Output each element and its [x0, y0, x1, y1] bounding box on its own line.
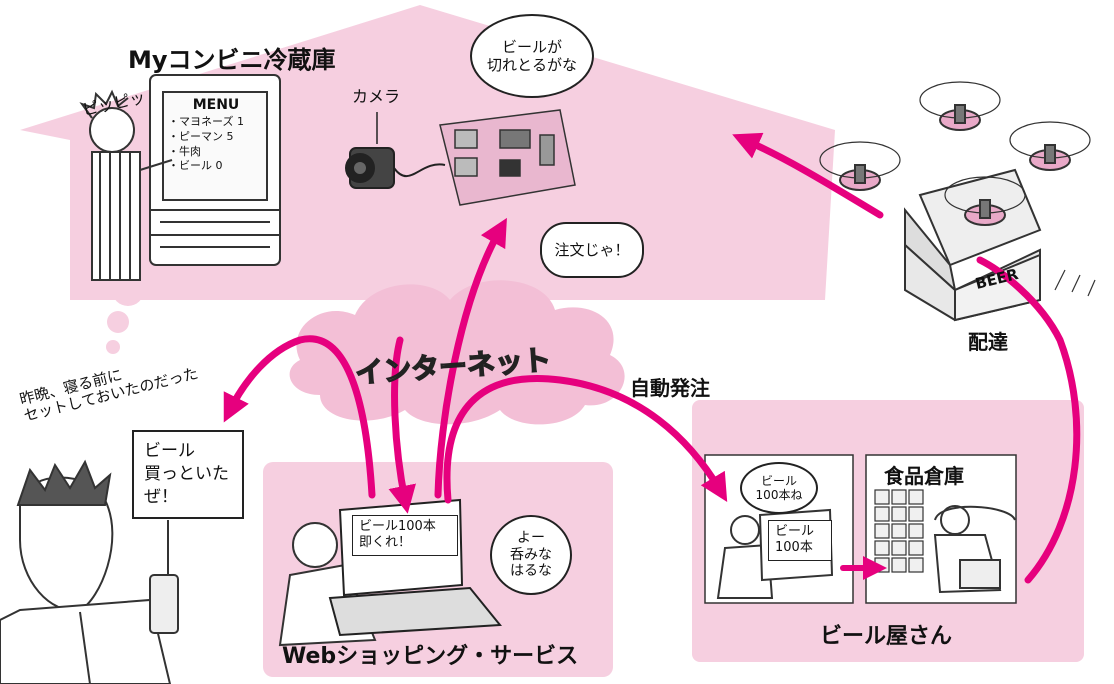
camera-label: カメラ: [352, 87, 401, 106]
web-laptop-screen: ビール100本 即くれ！: [352, 515, 458, 556]
arrow-to-web-service: [388, 336, 416, 514]
smartphone-icon: [149, 574, 179, 634]
raspberry-pi-board: [439, 109, 576, 206]
thought-dot: [106, 340, 120, 354]
arrow-warehouse-to-drone: [976, 256, 1081, 584]
camera-icon: [345, 112, 446, 189]
delivery-label: 配達: [968, 330, 1008, 354]
fridge-menu-item: ・牛肉: [168, 144, 201, 158]
thought-dot: [112, 274, 144, 306]
arrow-drone-to-house: [732, 132, 884, 219]
man-at-fridge: [79, 89, 173, 281]
fridge-menu-item: ・ピーマン 5: [168, 129, 234, 143]
web-operator-bubble: よー 呑みな はるな: [490, 515, 572, 595]
arrow-to-phone: [223, 335, 376, 499]
arrow-to-pi: [434, 217, 507, 499]
pi-order-bubble: 注文じゃ！: [540, 222, 644, 278]
fridge-menu-screen: MENU ・マヨネーズ 1 ・ピーマン 5 ・牛肉 ・ビール 0: [168, 96, 264, 174]
web-service-label: Webショッピング・サービス: [282, 644, 579, 669]
fridge-title: Myコンビニ冷蔵庫: [128, 46, 336, 74]
shop-worker-bubble: ビール 100本ね: [740, 462, 818, 514]
drone-icon: [819, 81, 1096, 322]
beer-shop-label: ビール屋さん: [820, 624, 953, 649]
fridge-menu-item: ・マヨネーズ 1: [168, 114, 244, 128]
man-sign-box: ビール 買っといた ぜ！: [132, 430, 244, 519]
thought-dot: [107, 311, 129, 333]
fridge-menu-title: MENU: [192, 97, 240, 113]
warehouse-shelves: [874, 489, 924, 573]
warehouse-label: 食品倉庫: [884, 464, 964, 488]
refrigerator-icon: [149, 74, 281, 266]
fridge-menu-item: ・ビール 0: [168, 159, 223, 173]
arrow-auto-order: [443, 375, 728, 504]
flow-arrows: [223, 132, 1081, 584]
shop-laptop-screen: ビール 100本: [768, 520, 832, 561]
auto-order-label: 自動発注: [630, 376, 710, 400]
man-with-phone: [0, 459, 179, 684]
pi-thought-bubble: ビールが 切れとるがな: [470, 14, 594, 98]
warehouse-worker: [933, 505, 1016, 594]
